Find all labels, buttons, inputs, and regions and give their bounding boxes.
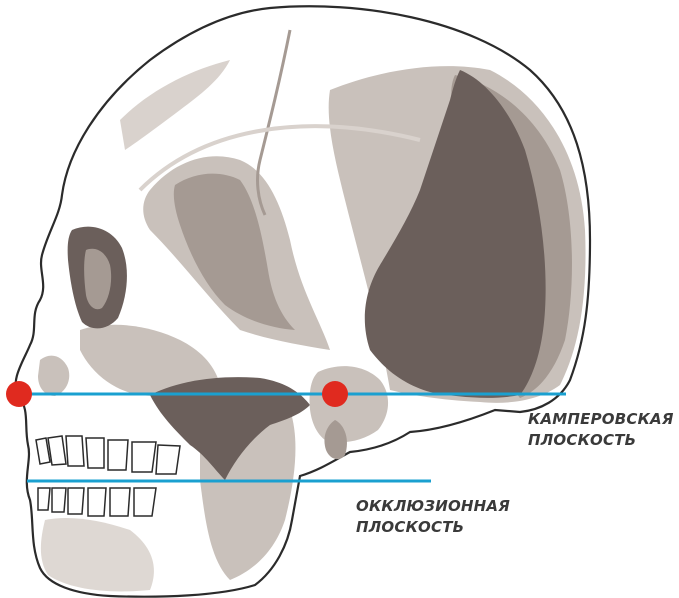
camper-plane-label-line1: КАМПЕРОВСКАЯ	[528, 409, 674, 430]
occlusal-plane-label-line2: ПЛОСКОСТЬ	[356, 517, 510, 538]
occlusal-plane-label-line1: ОККЛЮЗИОННАЯ	[356, 496, 510, 517]
occlusal-plane-label: ОККЛЮЗИОННАЯ ПЛОСКОСТЬ	[356, 496, 510, 538]
teeth-lower	[38, 488, 156, 516]
landmark-point-subnasal	[6, 381, 32, 407]
camper-plane-label-line2: ПЛОСКОСТЬ	[528, 430, 674, 451]
mastoid-region	[310, 366, 389, 442]
camper-plane-label: КАМПЕРОВСКАЯ ПЛОСКОСТЬ	[528, 409, 674, 451]
landmark-point-tragus	[322, 381, 348, 407]
